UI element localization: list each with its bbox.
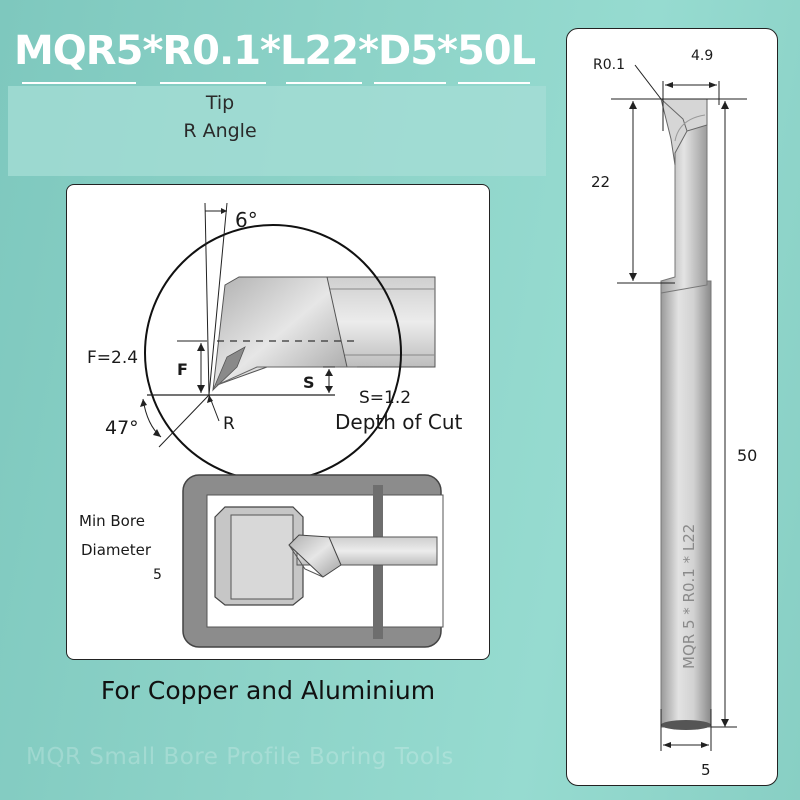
vertical-reference-line	[204, 202, 210, 396]
tip-heading: Tip	[205, 92, 235, 114]
s-label: S	[303, 373, 315, 392]
tool-engraving: MQR 5 * R0.1 * L22	[680, 524, 698, 669]
tool-tip-head	[212, 276, 357, 392]
tool-drawing-panel: MQR 5 * R0.1 * L22 R0.1 4.9 22 50 5	[566, 28, 778, 786]
arrow-head-icon	[207, 395, 213, 403]
arrow-head-icon	[221, 208, 227, 214]
head-width-label: 4.9	[691, 48, 713, 64]
diameter-label: 5	[701, 761, 711, 779]
angle-top-label: 6°	[235, 208, 258, 232]
arrow-head-icon	[325, 386, 333, 393]
tool-head	[660, 98, 708, 166]
material-note: For Copper and Aluminium	[100, 676, 436, 705]
watermark-text: MQR Small Bore Profile Boring Tools	[26, 744, 454, 770]
angle-bottom-label: 47°	[105, 417, 139, 439]
clearance-angle-line	[208, 202, 228, 396]
bore-diameter-value: 5	[153, 567, 162, 583]
neck-length-label: 22	[591, 173, 610, 191]
geometry-diagram-panel: 6° 47° F F=2.4 S S=1.2 Depth of Cut R	[66, 184, 490, 660]
tool-drawing: MQR 5 * R0.1 * L22 R0.1 4.9 22 50 5	[591, 48, 757, 779]
title-underline	[374, 82, 446, 84]
tool-radius-label: R0.1	[593, 57, 625, 73]
arrow-head-icon	[663, 742, 671, 748]
title-underline	[22, 82, 136, 84]
arrow-head-icon	[701, 742, 709, 748]
bore-label-line1: Min Bore	[79, 512, 145, 530]
arrow-head-icon	[197, 343, 205, 351]
tip-banner	[8, 86, 546, 176]
approach-angle-line	[158, 394, 210, 448]
title-underline	[458, 82, 530, 84]
arrow-head-icon	[721, 719, 729, 727]
title-underline	[160, 82, 266, 84]
tip-subheading: R Angle	[183, 120, 257, 142]
arrow-head-icon	[197, 385, 205, 393]
bore-label-line2: Diameter	[81, 541, 152, 559]
f-label: F	[177, 360, 188, 379]
title-underline	[286, 82, 362, 84]
s-value: S=1.2	[359, 388, 411, 408]
shank-end	[661, 720, 711, 730]
arrow-head-icon	[709, 82, 717, 88]
arrow-head-icon	[140, 399, 147, 407]
arrow-head-icon	[721, 101, 729, 109]
product-title: MQR5*R0.1*L22*D5*50L	[14, 28, 536, 74]
arrow-head-icon	[325, 369, 333, 376]
f-value: F=2.4	[87, 348, 138, 368]
arrow-head-icon	[629, 101, 637, 109]
arrow-head-icon	[629, 273, 637, 281]
arrow-head-icon	[153, 429, 161, 437]
geometry-diagram: 6° 47° F F=2.4 S S=1.2 Depth of Cut R	[79, 202, 463, 648]
bore-inset	[182, 474, 444, 648]
radius-label: R	[223, 414, 235, 434]
radius-leader-line	[634, 64, 662, 100]
depth-of-cut-label: Depth of Cut	[335, 410, 463, 434]
tool-neck	[660, 124, 708, 294]
total-length-label: 50	[737, 446, 757, 465]
arrow-head-icon	[665, 82, 673, 88]
